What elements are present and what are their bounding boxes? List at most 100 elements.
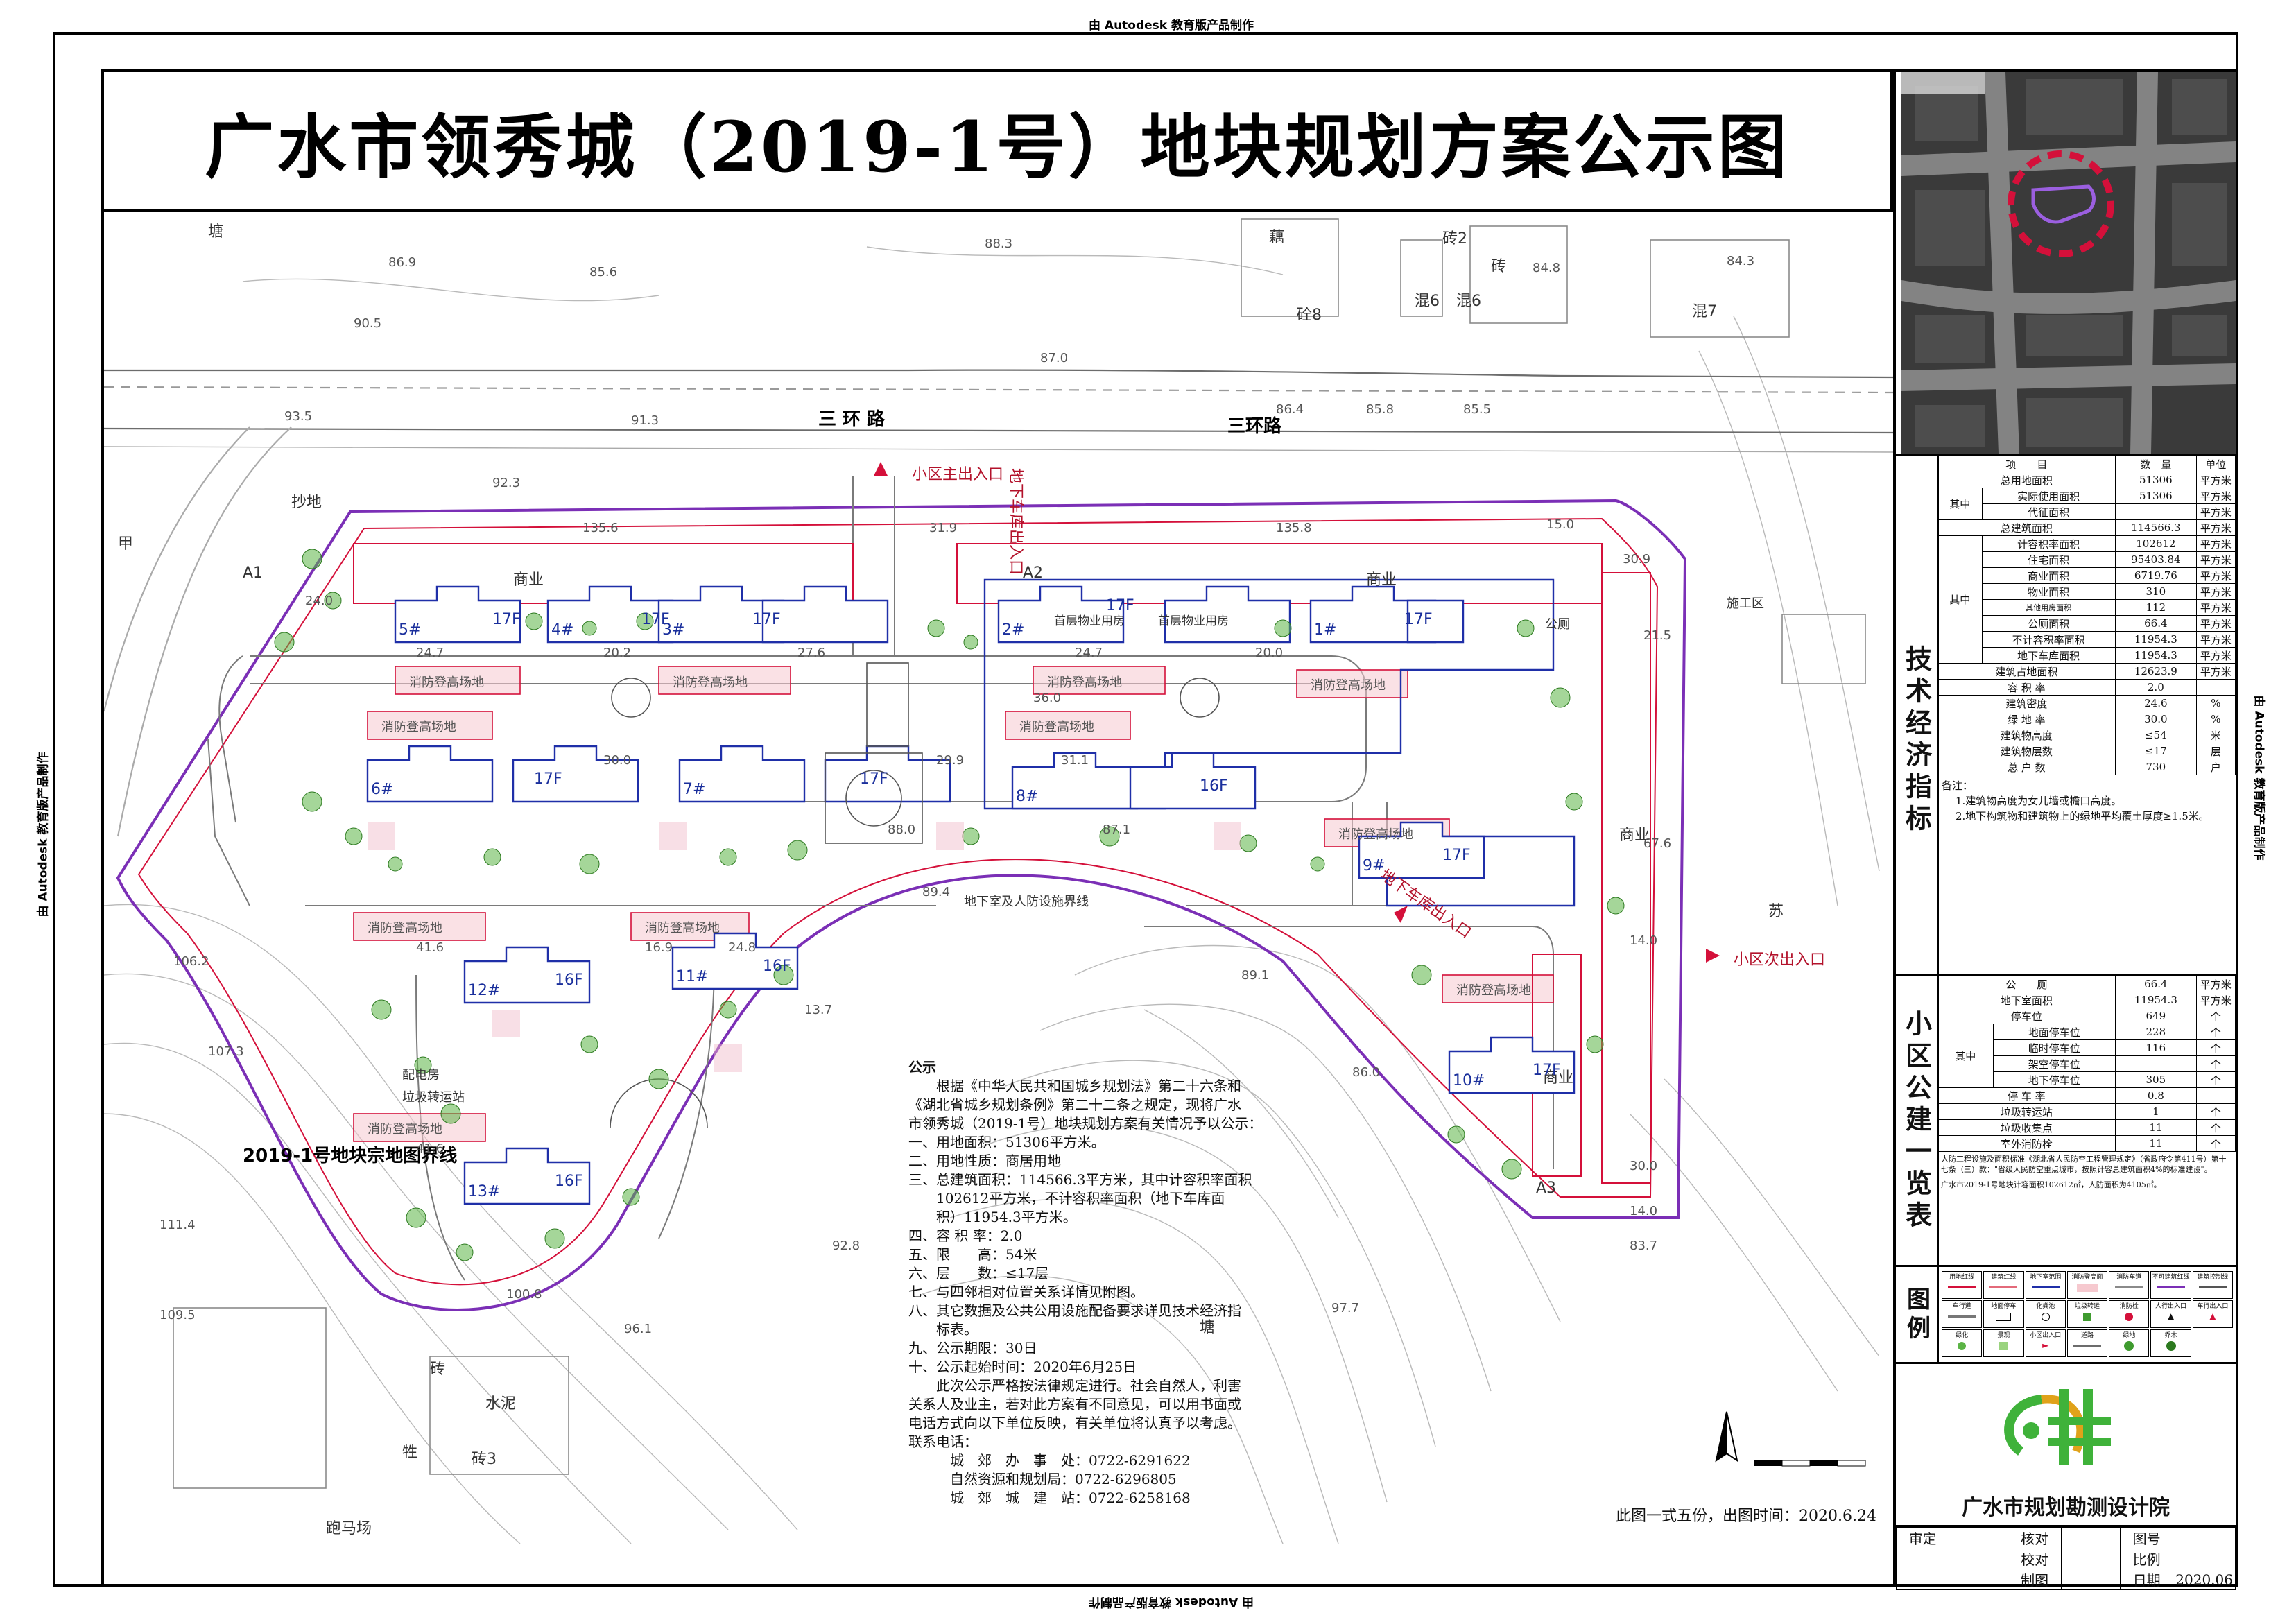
table-cell: 核对 [2008, 1527, 2062, 1548]
notice-line: 关系人及业主，若对此方案有不同意见，可以用书面或 [908, 1396, 1241, 1413]
building-id-3[interactable]: 3# [662, 621, 685, 639]
pond-label: 塘 [208, 223, 224, 241]
legend-item: 不可建筑红线 [2150, 1271, 2191, 1299]
table-cell: 地下室面积 [1937, 992, 2116, 1008]
building-id-6[interactable]: 6# [371, 781, 394, 798]
elevation-label: 106.2 [173, 954, 209, 969]
building-floors-5: 17F [492, 611, 521, 628]
table-cell: 个 [2195, 1071, 2236, 1088]
table-cell: 垃圾收集点 [1937, 1119, 2116, 1136]
notice-line: 九、公示期限：30日 [908, 1340, 1037, 1356]
legend-label: 消防登高面 [2071, 1274, 2103, 1281]
notice-line: 市领秀城（2019-1号）地块规划方案有关情况予以公示： [908, 1115, 1263, 1132]
dimension-label: 27.6 [797, 646, 826, 660]
elevation-label: 85.6 [589, 265, 618, 279]
table-cell: 平方米 [2195, 976, 2236, 992]
table-cell: 平方米 [2195, 472, 2236, 488]
table-cell [2060, 1548, 2121, 1569]
table-cell: ≤54 [2114, 727, 2197, 743]
road-name-label: 三 环 路 [818, 409, 886, 430]
legend-swatch [2125, 1313, 2134, 1321]
garage-entrance-label[interactable]: 地下车库出入口 [1007, 467, 1025, 576]
notice-line: 《湖北省城乡规划条例》第二十二条之规定，现将广水 [908, 1096, 1241, 1113]
table-cell [2173, 1548, 2236, 1569]
table-cell: 垃圾转运站 [1937, 1103, 2116, 1120]
sanhuan-road [104, 369, 1893, 837]
tree-icon [2166, 1341, 2176, 1351]
table-cell: 地下停车位 [1992, 1071, 2116, 1088]
building-id-11[interactable]: 11# [676, 968, 709, 985]
tech-heading: 技术经济指标 [1901, 645, 1933, 836]
misc-label: 砖3 [472, 1451, 497, 1468]
notice-line: 十、公示起始时间：2020年6月25日 [908, 1358, 1137, 1375]
notice-line: 四、容 积 率：2.0 [908, 1227, 1023, 1244]
left-edge-note: 由 Autodesk 教育版产品制作 [36, 752, 51, 917]
dimension-label: 24.7 [416, 646, 444, 660]
dimension-label: 13.7 [804, 1003, 833, 1017]
building-id-5[interactable]: 5# [399, 621, 422, 639]
site-plan-drawing [104, 218, 1893, 1544]
secondary-entrance-label[interactable]: 小区次出入口 [1734, 951, 1826, 969]
fire-access-label: 消防登高场地 [1338, 827, 1413, 842]
building-id-8[interactable]: 8# [1016, 788, 1039, 805]
table-cell: 地面停车位 [1992, 1024, 2116, 1040]
inner-frame-line [101, 72, 104, 1587]
elevation-label: 83.7 [1630, 1239, 1658, 1253]
entrance-icon: ► [2042, 1340, 2049, 1350]
location-map[interactable] [1901, 72, 2236, 454]
building-id-10[interactable]: 10# [1453, 1072, 1485, 1089]
dimension-label: 30.9 [1623, 552, 1651, 567]
legend-item: 道路 [2066, 1329, 2108, 1357]
page-title: 广水市领秀城（2019-1号）地块规划方案公示图 [205, 105, 1790, 188]
dimension-label: 29.9 [936, 753, 965, 768]
table-cell: 116 [2114, 1039, 2197, 1056]
table-cell: 1 [2114, 1103, 2197, 1120]
table-cell: 11954.3 [2114, 647, 2197, 664]
building-id-4[interactable]: 4# [551, 621, 574, 639]
table-cell: 平方米 [2195, 615, 2236, 632]
notice-heading: 公示 [908, 1059, 936, 1076]
note-line: 1.建筑物高度为女儿墙或檐口高度。 [1956, 795, 2122, 807]
public-toilet-label: 公厕 [1545, 617, 1570, 632]
pond-label-2: 塘 [1200, 1319, 1216, 1336]
building-id-7[interactable]: 7# [683, 781, 706, 798]
table-cell: 102612 [2114, 535, 2197, 552]
misc-label: 甲 [118, 535, 134, 553]
legend-label: 绿地 [2123, 1332, 2136, 1339]
building-id-9[interactable]: 9# [1363, 857, 1386, 874]
building-id-2[interactable]: 2# [1002, 621, 1025, 639]
building-id-1[interactable]: 1# [1314, 621, 1337, 639]
table-cell: 其中 [1937, 535, 1983, 664]
elevation-label: 107.3 [208, 1044, 244, 1059]
main-entrance-label[interactable]: 小区主出入口 [912, 466, 1004, 483]
building-floors-3: 17F [752, 611, 781, 628]
table-cell [1895, 1548, 1950, 1569]
dimension-label: 31.9 [929, 521, 958, 535]
notice-contact-line: 城 郊 办 事 处：0722-6291622 [950, 1452, 1191, 1469]
legend-swatch [2124, 1341, 2134, 1351]
legend-item: 乔木 [2150, 1329, 2191, 1357]
table-cell: 停车位 [1937, 1008, 2116, 1024]
building-id-12[interactable]: 12# [468, 982, 501, 999]
fire-access-label: 消防登高场地 [645, 921, 720, 935]
table-cell: 228 [2114, 1024, 2197, 1040]
civil-defense-note-2: 广水市2019-1号地块计容面积102612㎡，人防面积为4105㎡。 [1941, 1180, 2161, 1189]
table-cell [1949, 1548, 2009, 1569]
table-cell: 95403.84 [2114, 551, 2197, 568]
table-cell [2060, 1527, 2121, 1548]
building-floors-11: 16F [763, 958, 791, 975]
commercial-label-a2: 商业 [1366, 571, 1397, 589]
table-cell: % [2195, 711, 2236, 727]
site-plan-map[interactable]: 三 环 路 三环路 小区主出入口 小区次出入口 地下车库出入口 地下车库出入口 … [104, 212, 1893, 1544]
commercial-tag-a3: A3 [1536, 1180, 1557, 1197]
table-cell: 米 [2195, 727, 2236, 743]
building-id-13[interactable]: 13# [468, 1183, 501, 1200]
table-row: 校对 比例 [1895, 1548, 2236, 1569]
